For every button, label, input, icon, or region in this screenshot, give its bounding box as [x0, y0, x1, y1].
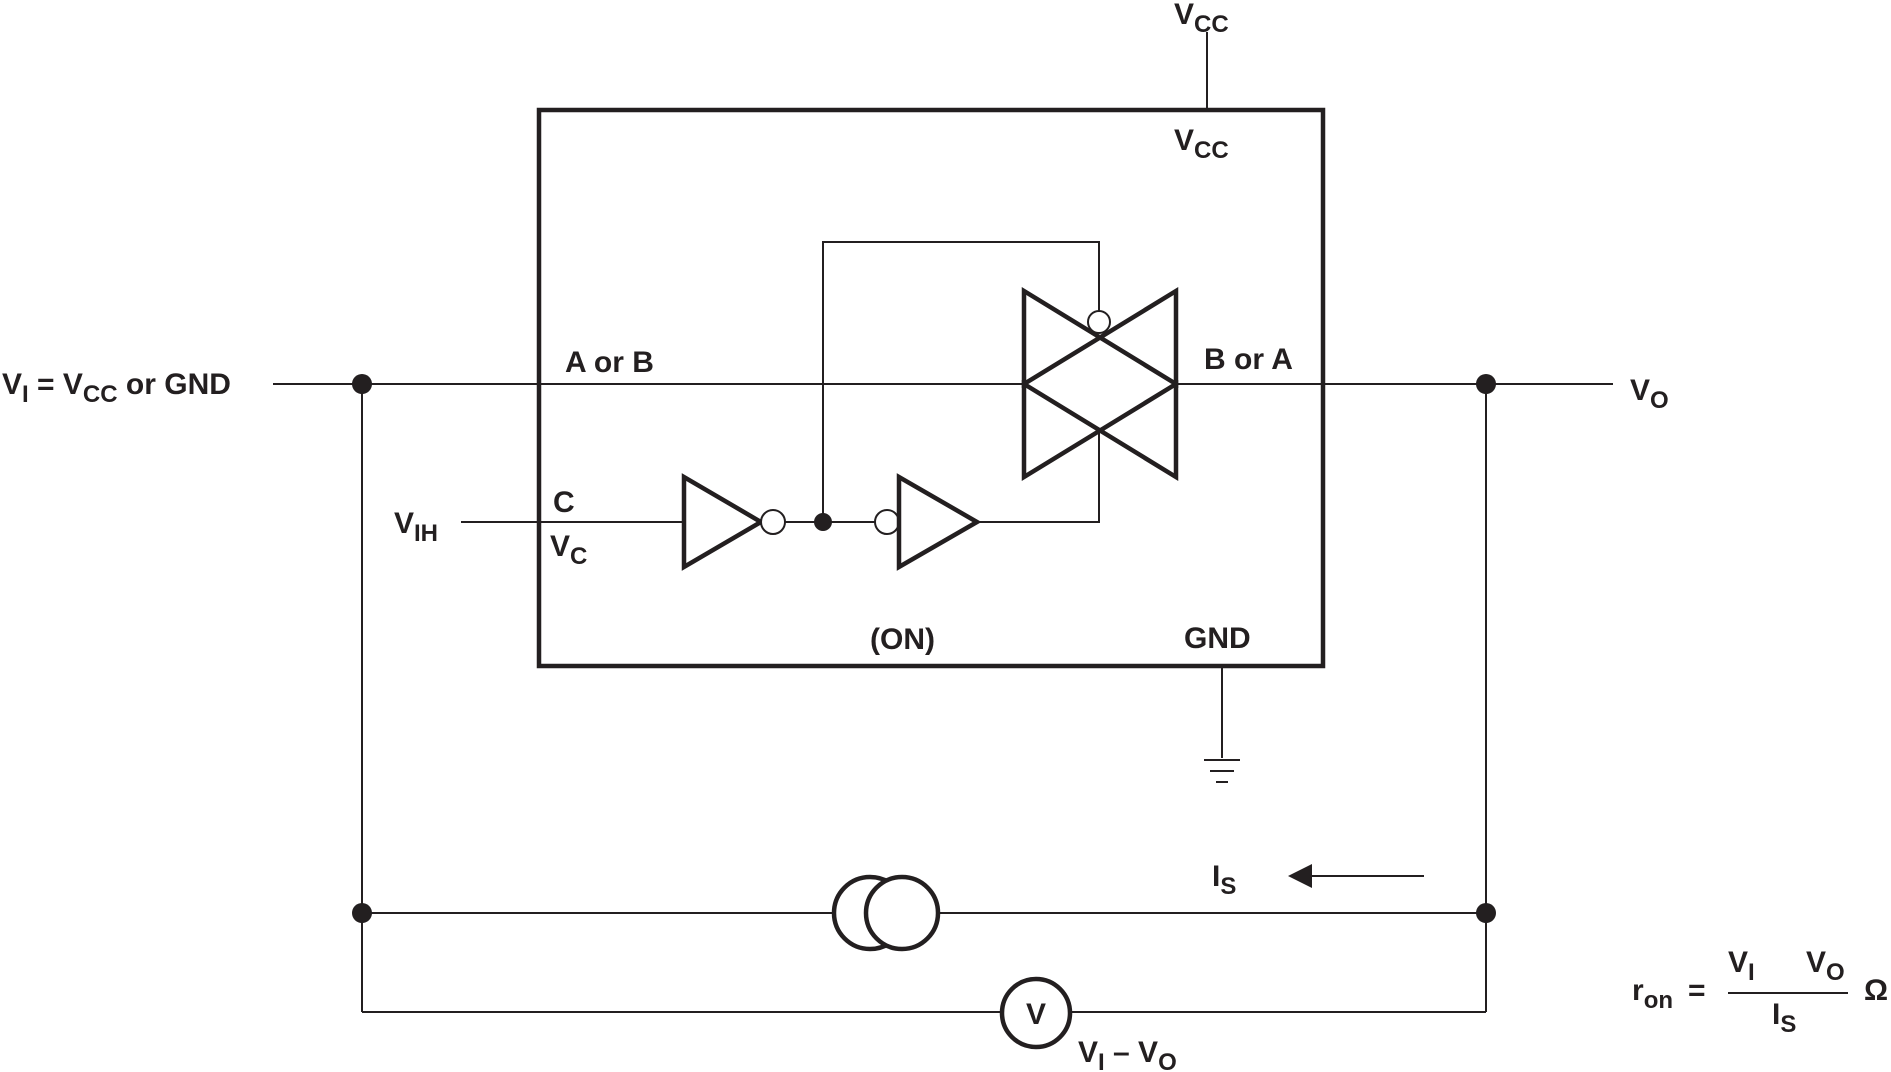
is-current-label: IS	[1212, 860, 1236, 900]
inverter-2-symbol	[896, 473, 982, 571]
current-source-icon	[831, 874, 941, 952]
vcc-supply-label: VCC	[1174, 0, 1229, 38]
control-pin-label: C	[553, 486, 575, 519]
junction-dot-output	[1476, 374, 1496, 394]
inverter-2-bubble	[874, 509, 900, 535]
gate-inversion-bubble	[1087, 310, 1111, 334]
junction-dot-input	[352, 374, 372, 394]
ron-denominator: IS	[1772, 998, 1796, 1038]
gnd-pin-label: GND	[1184, 622, 1251, 655]
pin-b-or-a-label: B or A	[1204, 343, 1293, 376]
ron-lhs: ron	[1632, 974, 1673, 1014]
ron-equals: =	[1688, 974, 1706, 1007]
voltmeter-icon	[999, 976, 1073, 1050]
inverter-1-symbol	[681, 473, 766, 571]
junction-dot-left-loop	[352, 903, 372, 923]
vc-label: VC	[550, 530, 587, 570]
ground-icon	[1204, 759, 1240, 783]
ron-formula: ron = VI VO IS Ω	[1632, 946, 1888, 1038]
buffered-control-wire	[977, 431, 1100, 523]
output-voltage-label: VO	[1630, 374, 1669, 414]
inverted-control-wire	[822, 241, 1100, 522]
vi-minus-vo-label: VI – VO	[1078, 1036, 1177, 1072]
device-box	[536, 107, 1326, 669]
vih-label: VIH	[394, 507, 438, 547]
junction-dot-right-loop	[1476, 903, 1496, 923]
transmission-gate-symbol	[1021, 286, 1179, 482]
pin-a-or-b-label: A or B	[565, 346, 654, 379]
ron-numerator-vi: VI	[1728, 946, 1755, 986]
ron-numerator-vo: VO	[1806, 946, 1845, 986]
arrow-left-icon	[1288, 864, 1312, 888]
on-state-label: (ON)	[870, 623, 935, 656]
voltmeter-label: V	[1026, 998, 1046, 1031]
vcc-pin-label: VCC	[1174, 124, 1229, 164]
input-voltage-label: VI = VCC or GND	[2, 368, 231, 408]
inverter-1-bubble	[760, 509, 786, 535]
ron-unit: Ω	[1864, 974, 1888, 1007]
